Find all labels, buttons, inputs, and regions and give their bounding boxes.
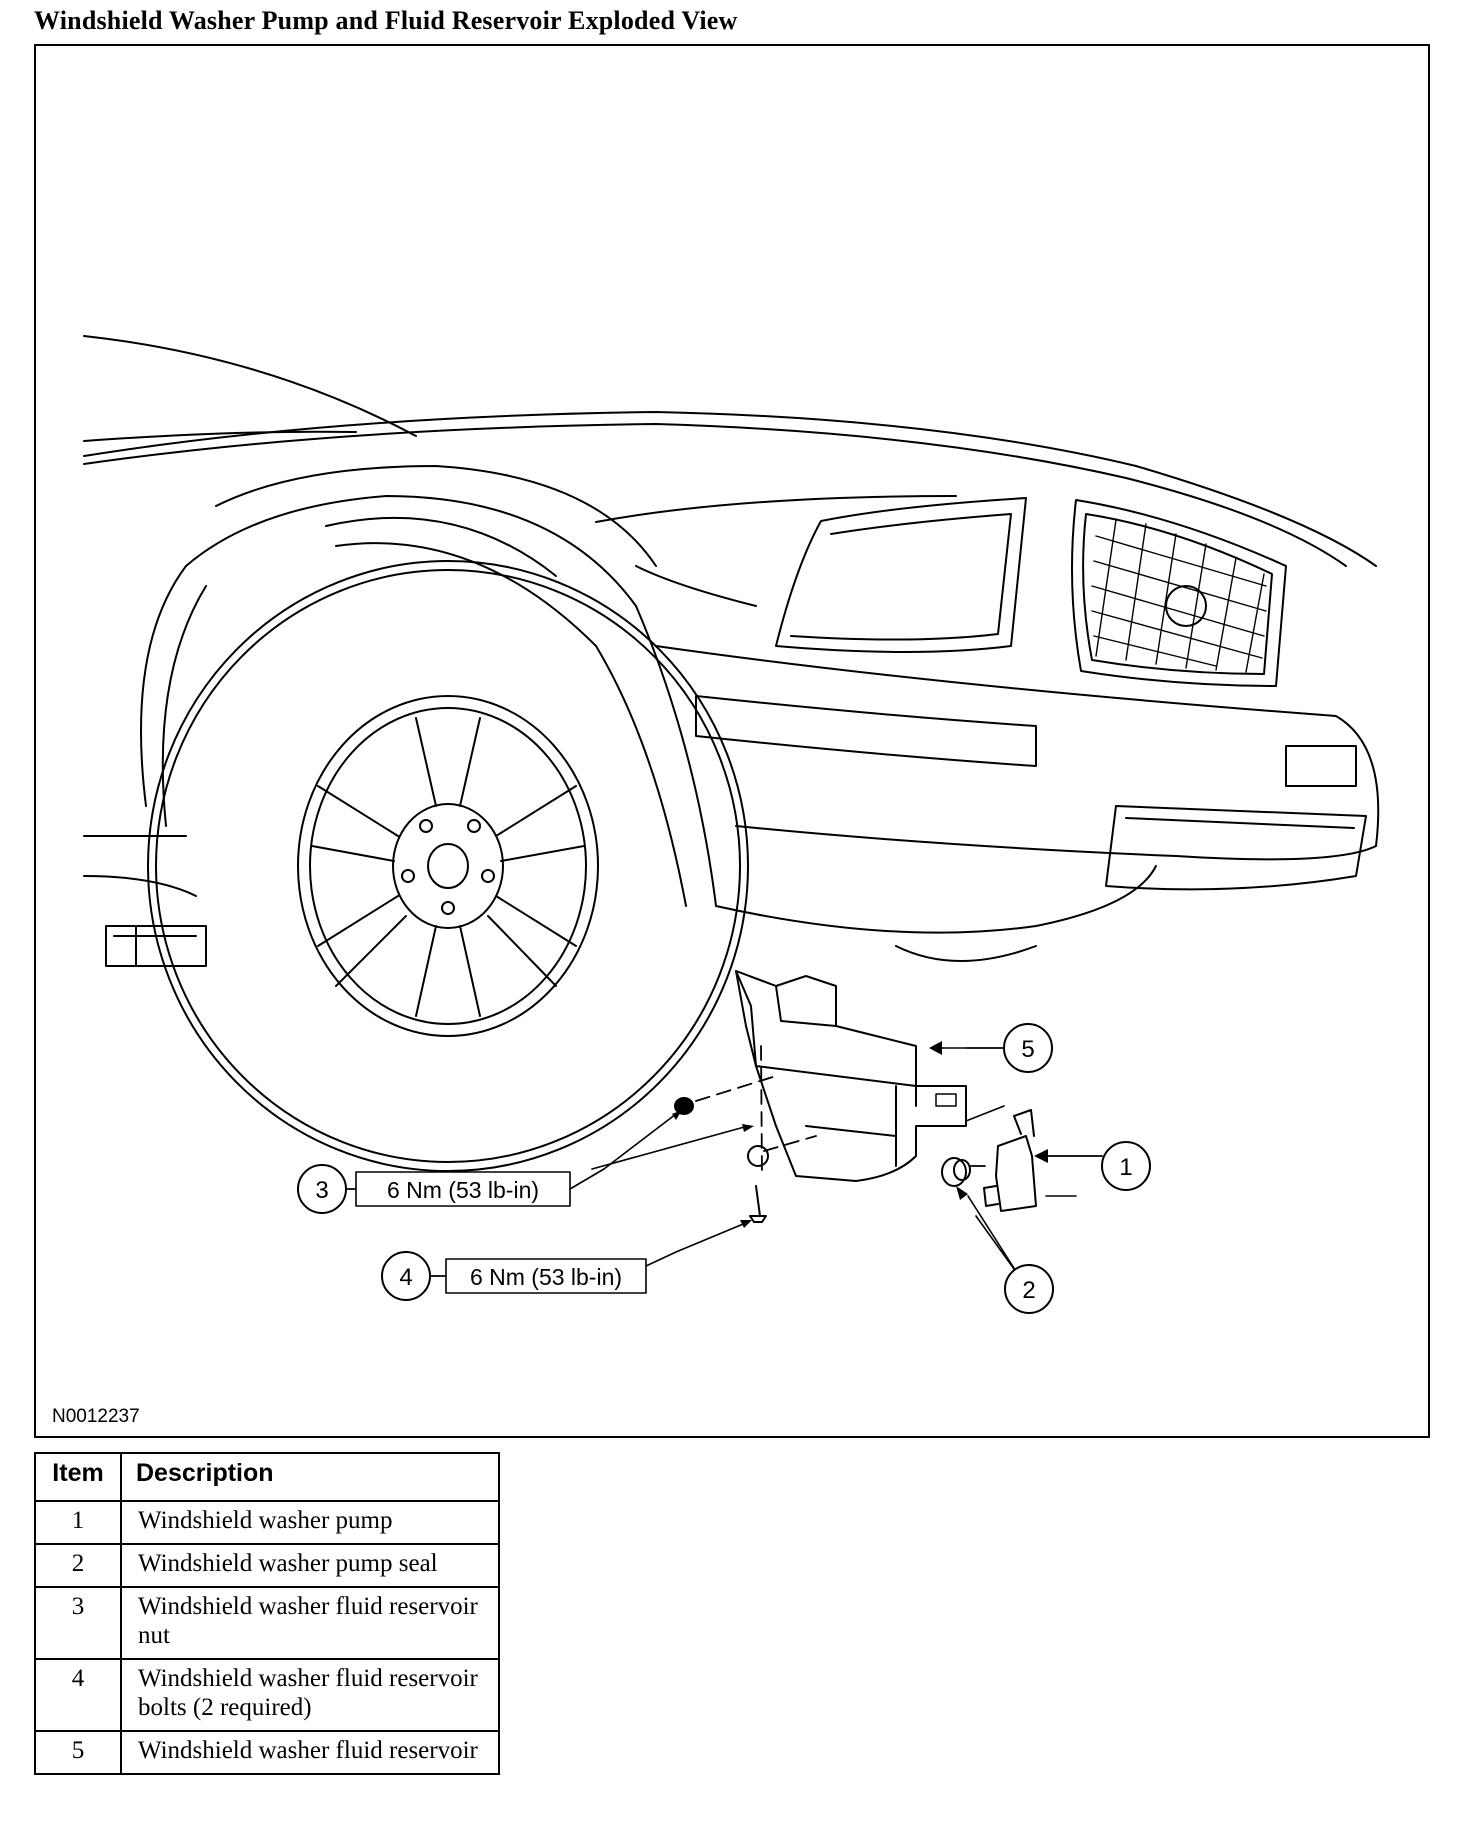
legend-item-description: Windshield washer fluid reservoir nut	[120, 1586, 500, 1660]
exploded-view-figure: 1 2 3 6 Nm (53 lb-in) 4 6 Nm (53 lb-in) …	[34, 44, 1430, 1438]
callout-1: 1	[1101, 1141, 1151, 1191]
callout-4: 4 6 Nm (53 lb-in)	[381, 1251, 647, 1301]
legend-row: 4 Windshield washer fluid reservoir bolt…	[34, 1658, 500, 1732]
callout-2: 2	[1004, 1264, 1054, 1314]
callout-4-number: 4	[399, 1264, 412, 1291]
pump-seal-illustration	[941, 1157, 971, 1187]
legend-header-description: Description	[120, 1452, 500, 1502]
callout-4-torque: 6 Nm (53 lb-in)	[470, 1264, 622, 1290]
legend-item-number: 5	[34, 1730, 122, 1775]
legend-item-number: 3	[34, 1586, 122, 1660]
legend-header-item: Item	[34, 1452, 122, 1502]
legend-item-description: Windshield washer pump	[120, 1500, 500, 1545]
fluid-reservoir-illustration	[735, 970, 967, 1182]
callout-3-number: 3	[315, 1177, 328, 1204]
legend-header-row: Item Description	[34, 1452, 500, 1502]
legend-row: 2 Windshield washer pump seal	[34, 1543, 500, 1588]
callout-3: 3 6 Nm (53 lb-in)	[297, 1164, 571, 1214]
legend-item-number: 4	[34, 1658, 122, 1732]
legend-row: 1 Windshield washer pump	[34, 1500, 500, 1545]
alignment-lines	[695, 1045, 987, 1177]
legend-table: Item Description 1 Windshield washer pum…	[34, 1452, 500, 1775]
exploded-view-drawing: 1 2 3 6 Nm (53 lb-in) 4 6 Nm (53 lb-in) …	[83, 335, 1380, 1314]
legend-row: 3 Windshield washer fluid reservoir nut	[34, 1586, 500, 1660]
callout-1-number: 1	[1119, 1154, 1132, 1181]
washer-pump-illustration	[983, 1109, 1037, 1212]
legend-row: 5 Windshield washer fluid reservoir	[34, 1730, 500, 1775]
legend-item-number: 2	[34, 1543, 122, 1588]
callout-arrowheads	[672, 1041, 1048, 1228]
legend-item-description: Windshield washer fluid reservoir bolts …	[120, 1658, 500, 1732]
callout-2-number: 2	[1022, 1277, 1035, 1304]
legend-item-number: 1	[34, 1500, 122, 1545]
page-title: Windshield Washer Pump and Fluid Reservo…	[34, 6, 738, 35]
callout-3-torque: 6 Nm (53 lb-in)	[387, 1177, 539, 1203]
callout-5: 5	[1003, 1023, 1053, 1073]
figure-id: N0012237	[52, 1406, 140, 1427]
callout-5-number: 5	[1021, 1036, 1034, 1063]
vehicle-front-illustration	[83, 335, 1380, 1172]
fasteners-illustration	[674, 1097, 769, 1223]
legend-item-description: Windshield washer fluid reservoir	[120, 1730, 500, 1775]
legend-item-description: Windshield washer pump seal	[120, 1543, 500, 1588]
